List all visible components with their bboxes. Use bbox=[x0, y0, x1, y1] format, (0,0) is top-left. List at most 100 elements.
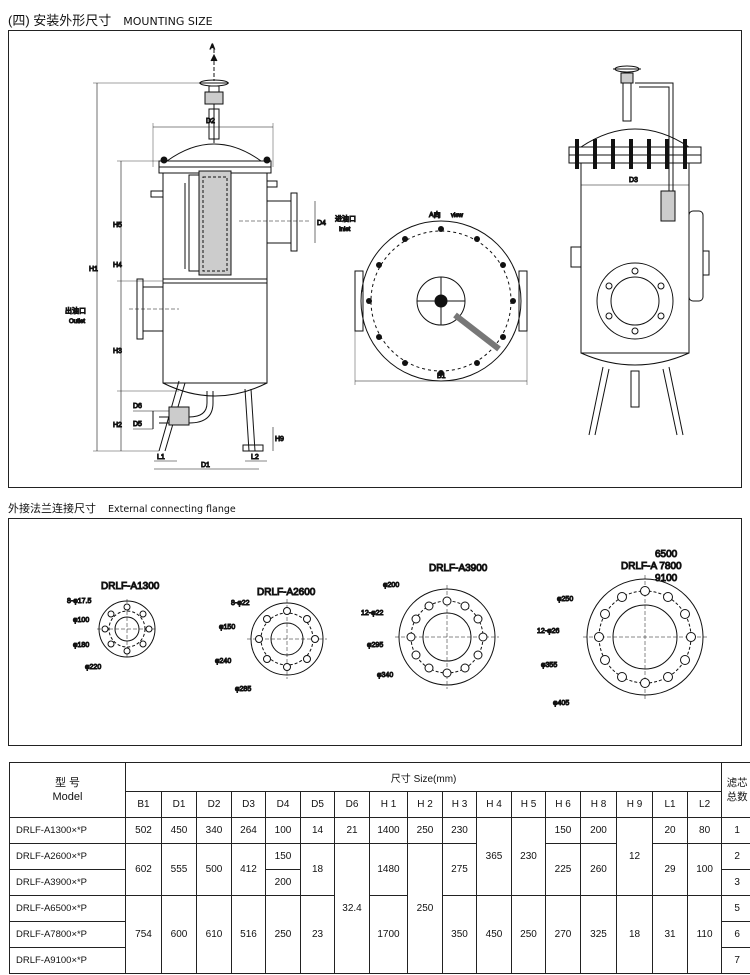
col-H3: H 3 bbox=[442, 791, 477, 818]
label-H9: H9 bbox=[275, 436, 284, 443]
cell-D4: 250 bbox=[265, 895, 301, 974]
header-core-2: 总数 bbox=[726, 791, 748, 803]
table-row: DRLF-A1300×*P 502 450 340 264 100 14 21 … bbox=[9, 817, 750, 896]
cell-core: 6 bbox=[721, 921, 750, 948]
spec-table: 型 号 Model 尺寸 Size(mm) 滤芯总数 B1 D1 D2 D3 D4… bbox=[9, 762, 750, 974]
flange-4-d3: φ405 bbox=[553, 700, 569, 707]
flange-4-model-line3: 9100 bbox=[655, 573, 678, 584]
col-D2: D2 bbox=[196, 791, 232, 818]
flange-3 bbox=[395, 585, 499, 689]
cell-H3: 275 bbox=[442, 843, 477, 896]
cell-D6: 32.4 bbox=[334, 843, 370, 974]
cell-H6: 225 bbox=[545, 843, 581, 896]
flange-3-model: DRLF-A3900 bbox=[429, 563, 488, 574]
mounting-drawing: A D2 H1 H5 H4 H3 H2 H9 D4 D6 D5 L1 L2 D1… bbox=[65, 44, 710, 470]
flange-1-d2: φ180 bbox=[73, 642, 89, 649]
cell-H1: 1480 bbox=[369, 843, 408, 896]
cell-D2: 610 bbox=[196, 895, 232, 974]
cell-D2: 340 bbox=[196, 817, 232, 844]
cell-H1: 1700 bbox=[369, 895, 408, 974]
flange-3-d1: φ200 bbox=[383, 582, 399, 589]
flange-1-d1: φ100 bbox=[73, 617, 89, 624]
flange-1-model: DRLF-A1300 bbox=[101, 581, 160, 592]
flange-title-en: External connecting flange bbox=[108, 504, 236, 515]
cell-core: 1 bbox=[721, 817, 750, 844]
flange-2-holes: 8-φ22 bbox=[231, 600, 250, 607]
row-model: DRLF-A2600×*P bbox=[9, 843, 126, 870]
flange-drawing-frame: DRLF-A1300 8-φ17.5 φ100 φ180 φ220 DRLF-A… bbox=[8, 518, 742, 746]
cell-core: 3 bbox=[721, 869, 750, 896]
front-view bbox=[93, 49, 316, 470]
header-core: 滤芯总数 bbox=[721, 762, 750, 818]
flange-3-d3: φ340 bbox=[377, 672, 393, 679]
col-H1: H 1 bbox=[369, 791, 408, 818]
col-L2: L2 bbox=[686, 791, 723, 818]
table-header-row-2: B1 D1 D2 D3 D4 D5 D6 H 1 H 2 H 3 H 4 H 5… bbox=[10, 791, 750, 818]
label-outlet-cn: 出油口 bbox=[65, 306, 86, 315]
label-D6: D6 bbox=[133, 403, 142, 410]
col-L1: L1 bbox=[652, 791, 688, 818]
cell-D3: 264 bbox=[231, 817, 266, 844]
row-model: DRLF-A9100×*P bbox=[9, 947, 126, 974]
header-core-1: 滤芯 bbox=[726, 777, 748, 789]
cell-H2: 250 bbox=[407, 817, 443, 844]
row-model: DRLF-A3900×*P bbox=[9, 869, 126, 896]
cell-H8: 200 bbox=[580, 817, 617, 844]
cell-D4: 100 bbox=[265, 817, 301, 844]
label-H4: H4 bbox=[113, 262, 122, 269]
flange-4-holes: 12-φ26 bbox=[537, 628, 560, 635]
label-D2: D2 bbox=[206, 118, 215, 125]
label-D5: D5 bbox=[133, 421, 142, 428]
col-D4: D4 bbox=[265, 791, 301, 818]
cell-D2: 500 bbox=[196, 843, 232, 896]
col-H4: H 4 bbox=[476, 791, 512, 818]
col-B1: B1 bbox=[125, 791, 162, 818]
header-model-cn: 型 号 bbox=[54, 777, 81, 789]
cell-L2: 110 bbox=[686, 895, 723, 974]
cell-H3: 350 bbox=[442, 895, 477, 974]
cell-D5: 23 bbox=[300, 895, 335, 974]
cell-D5: 14 bbox=[300, 817, 335, 844]
flange-2-model: DRLF-A2600 bbox=[257, 587, 316, 598]
label-inlet-cn: 进油口 bbox=[335, 214, 356, 223]
label-H3: H3 bbox=[113, 348, 122, 355]
flange-2-d3: φ285 bbox=[235, 686, 251, 693]
flange-4-d2: φ355 bbox=[541, 662, 557, 669]
cell-H5: 250 bbox=[511, 895, 546, 974]
cell-L1: 20 bbox=[652, 817, 688, 844]
cell-L2: 80 bbox=[686, 817, 723, 844]
cell-D3: 516 bbox=[231, 895, 266, 974]
col-D5: D5 bbox=[300, 791, 335, 818]
cell-core: 5 bbox=[721, 895, 750, 922]
col-D1: D1 bbox=[161, 791, 197, 818]
cell-H9: 12 bbox=[616, 817, 653, 896]
cell-L1: 31 bbox=[652, 895, 688, 974]
cell-B1: 502 bbox=[125, 817, 162, 844]
title-en: MOUNTING SIZE bbox=[123, 15, 213, 28]
header-model-en: Model bbox=[52, 791, 83, 803]
label-D4: D4 bbox=[317, 220, 326, 227]
flange-1 bbox=[97, 599, 157, 659]
label-A: A bbox=[210, 44, 215, 51]
row-model: DRLF-A6500×*P bbox=[9, 895, 126, 922]
cell-D1: 450 bbox=[161, 817, 197, 844]
label-view-cn: A向 bbox=[429, 210, 441, 219]
label-view-en: view bbox=[451, 213, 464, 219]
label-H5: H5 bbox=[113, 222, 122, 229]
flange-4-d1: φ250 bbox=[557, 596, 573, 603]
cell-L1: 29 bbox=[652, 843, 688, 896]
table-row: DRLF-A6500×*P 754 600 610 516 250 23 170… bbox=[9, 895, 750, 974]
header-model: 型 号 Model bbox=[9, 762, 126, 818]
cell-D3: 412 bbox=[231, 843, 266, 896]
col-H5: H 5 bbox=[511, 791, 546, 818]
cell-core: 2 bbox=[721, 843, 750, 870]
cell-D1: 600 bbox=[161, 895, 197, 974]
header-size: 尺寸 Size(mm) bbox=[124, 762, 723, 792]
col-H2: H 2 bbox=[407, 791, 443, 818]
col-H9: H 9 bbox=[616, 791, 653, 818]
cell-H6: 150 bbox=[545, 817, 581, 844]
label-L1: L1 bbox=[157, 454, 165, 461]
cell-D6: 21 bbox=[334, 817, 370, 844]
